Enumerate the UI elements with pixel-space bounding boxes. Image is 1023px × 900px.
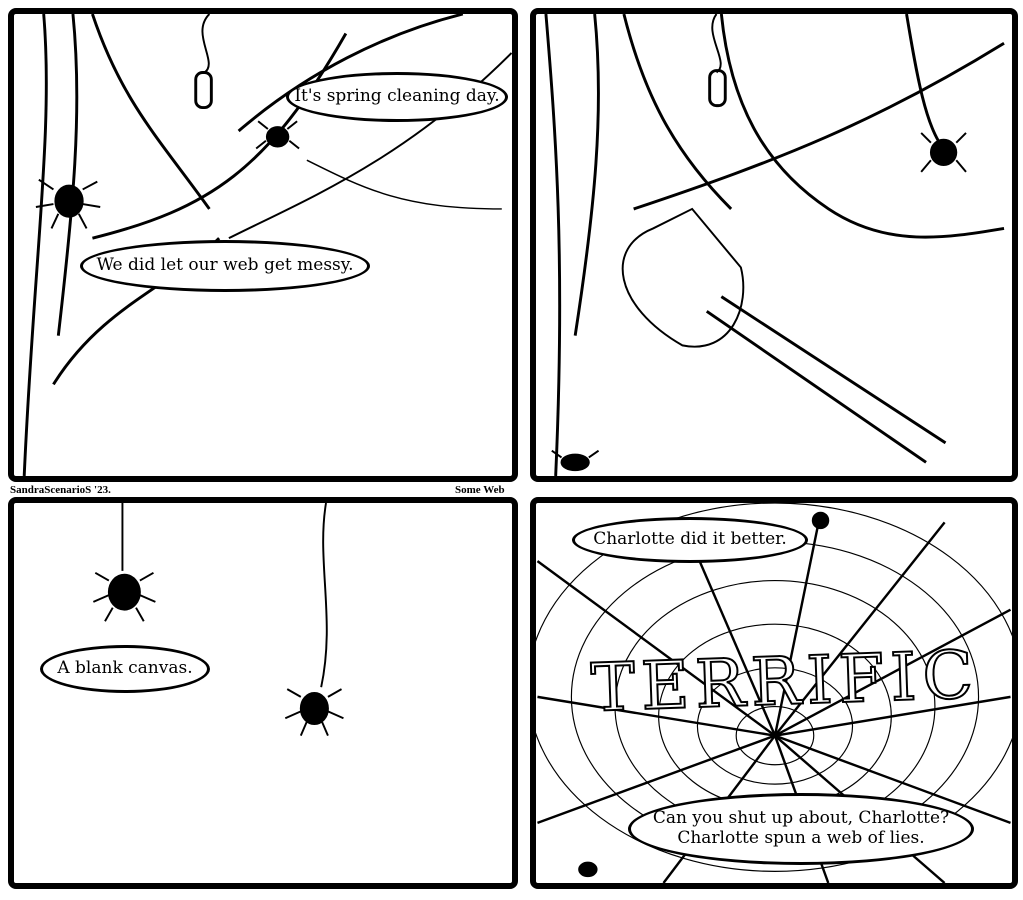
web-text: TERRIFIC [589, 635, 981, 727]
speech-bubble: Can you shut up about, Charlotte? Charlo… [628, 793, 974, 865]
panel-4: TERRIFIC Charlotte did it better. Can yo… [530, 497, 1018, 889]
speech-line: Charlotte spun a web of lies. [677, 828, 925, 848]
comic-title: Some Web [455, 484, 505, 496]
spider-icon [551, 132, 967, 472]
hanging-spiders-drawing [92, 503, 344, 737]
speech-bubble: We did let our web get messy. [80, 240, 370, 292]
branches-drawing [22, 14, 512, 476]
speech-line: Can you shut up about, Charlotte? [652, 808, 950, 829]
panel-3: A blank canvas. [8, 497, 518, 889]
speech-bubble: A blank canvas. [40, 645, 210, 693]
author-credit: SandraScenarioS '23. [10, 484, 111, 496]
spider-icon [35, 120, 300, 229]
panel-2 [530, 8, 1018, 482]
speech-bubble: It's spring cleaning day. [286, 72, 508, 122]
speech-bubble: Charlotte did it better. [572, 517, 808, 563]
panel-1: It's spring cleaning day. We did let our… [8, 8, 518, 482]
